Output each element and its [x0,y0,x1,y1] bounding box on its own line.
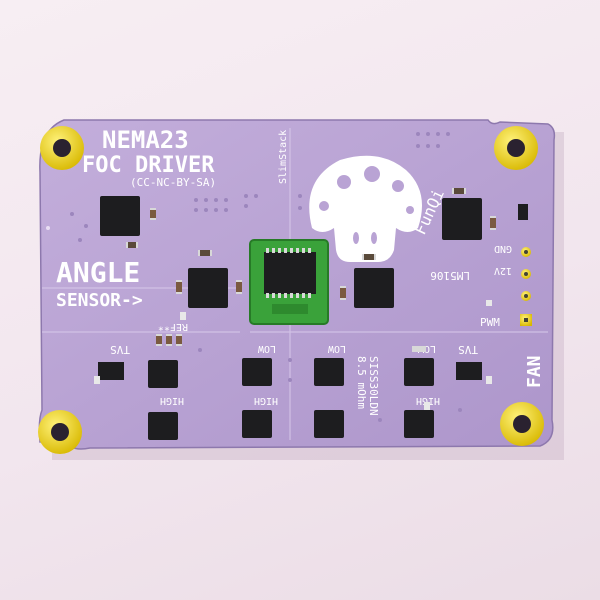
title-line1: NEMA23 [102,126,189,154]
low-label-1: LOW [257,343,276,354]
mosfet-low-1 [148,360,178,388]
mosfet-low-3 [314,358,344,386]
svg-text:GND: GND [494,243,512,254]
mosfet-high-3 [314,410,344,438]
pin-12v: 12V [494,265,531,279]
mosfet-low-4 [404,358,434,386]
low-label-2: LOW [327,343,346,354]
chip-qfn-driver-left [188,268,228,308]
high-label-2: HIGH [254,395,278,406]
tvs-left-label: TVS [110,343,130,356]
mounting-hole-top-left [40,126,84,170]
angle-sensor-board [249,239,329,325]
title-line2: FOC DRIVER [82,153,215,178]
vias [70,132,462,422]
low-label-3: LOW [417,343,436,354]
passive-components [94,188,528,410]
pin-pwm: PWM [480,314,532,329]
svg-text:12V: 12V [494,265,512,276]
angle-label: ANGLE [56,256,140,289]
slimstack-label: SlimStack [278,130,289,184]
tvs-diode-left [98,362,124,380]
regulator-label: LM5106 [430,269,470,282]
mounting-hole-bottom-right [500,402,544,446]
sensor-label: SENSOR-> [56,290,143,311]
chip-qfn-top-left [100,196,140,236]
pin-gnd: GND [494,243,531,257]
high-label-3: HIGH [416,395,440,406]
mounting-hole-top-right [494,126,538,170]
mosfet-high-2 [242,410,272,438]
tvs-right-label: TVS [458,343,478,356]
chip-qfn-driver-right [354,268,394,308]
mounting-hole-bottom-left [38,410,82,454]
pin-unlabeled [521,291,531,301]
high-label-1: HIGH [160,395,184,406]
svg-text:PWM: PWM [480,316,500,329]
mosfet-part-label: SISS30LDN [367,356,380,416]
license-text: (CC-NC-BY-SA) [130,176,216,189]
mosfet-rds-label: 8.5 mOhm [355,356,368,409]
tvs-diode-right [456,362,482,380]
mushroom-logo-icon [309,155,422,262]
mosfet-high-4 [404,410,434,438]
mosfet-low-2 [242,358,272,386]
ref-label: REF** [158,321,188,332]
mosfet-high-1 [148,412,178,440]
fan-label: FAN [524,355,545,388]
chip-qfn-regulator [442,198,482,240]
